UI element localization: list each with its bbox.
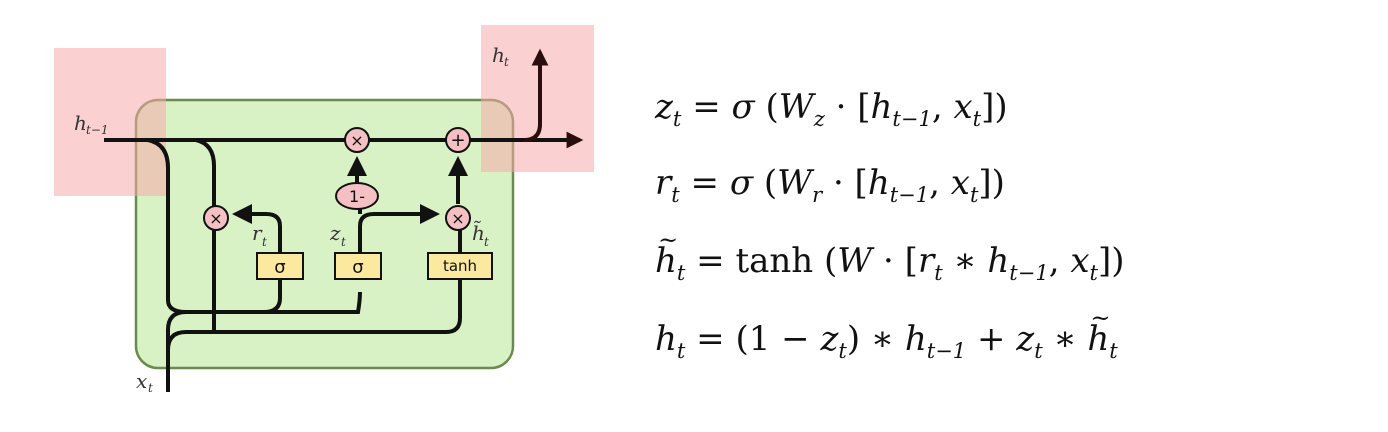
h-prev-down-1 xyxy=(147,138,187,314)
candidate-gate: tanh xyxy=(427,252,493,280)
htilde-label: h̃ t xyxy=(472,221,489,249)
svg-text:t: t xyxy=(148,381,153,395)
update-mult-op: × xyxy=(445,205,471,231)
svg-text:+: + xyxy=(450,130,465,151)
equation-candidate: ht = tanh (W · [rt ∗ ht−1, xt]) xyxy=(655,228,1125,284)
h-prev-label: h t−1 xyxy=(74,111,109,137)
svg-text:×: × xyxy=(451,209,464,228)
svg-text:×: × xyxy=(209,209,222,228)
equation-update-gate: zt = σ (Wz · [ht−1, xt]) xyxy=(655,87,1008,131)
input-highlight xyxy=(54,48,166,196)
svg-text:x: x xyxy=(136,369,147,393)
svg-text:h: h xyxy=(74,111,87,135)
svg-text:×: × xyxy=(350,131,363,150)
x-in-label: x t xyxy=(136,369,153,395)
h-prev-down-2 xyxy=(195,138,216,332)
reset-mult-op: × xyxy=(203,205,229,231)
equation-reset-gate: rt = σ (Wr · [ht−1, xt]) xyxy=(655,163,1005,207)
gru-cell-diagram: × + 1- × × σ σ tanh h t−1 h t x t r xyxy=(54,25,594,395)
svg-text:h̃: h̃ xyxy=(472,221,485,245)
one-minus-op: 1- xyxy=(335,182,379,210)
z-label: z t xyxy=(329,221,346,249)
svg-text:σ: σ xyxy=(352,257,363,278)
h-out-label: h t xyxy=(492,43,509,69)
reset-to-mult xyxy=(232,204,282,252)
cell-body xyxy=(134,98,515,370)
svg-text:t−1: t−1 xyxy=(86,123,109,137)
x-to-reset xyxy=(186,278,282,314)
svg-text:t: t xyxy=(262,235,267,249)
svg-text:z: z xyxy=(329,221,341,245)
output-branch xyxy=(523,48,549,142)
update-gate: σ xyxy=(334,252,382,280)
svg-text:t: t xyxy=(341,235,346,249)
equation-hidden-state: ht = (1 − zt) ∗ ht−1 + zt ∗ ht xyxy=(655,306,1118,362)
update-to-one-minus xyxy=(358,204,440,252)
add-op: + xyxy=(445,127,471,153)
svg-text:σ: σ xyxy=(274,257,285,278)
svg-text:1-: 1- xyxy=(349,187,365,206)
svg-text:h: h xyxy=(492,43,505,67)
svg-text:r: r xyxy=(252,221,263,245)
reset-gate: σ xyxy=(256,252,304,280)
svg-text:t: t xyxy=(484,235,489,249)
svg-text:tanh: tanh xyxy=(443,257,477,275)
mult-op-top: × xyxy=(344,127,370,153)
svg-text:t: t xyxy=(504,55,509,69)
x-to-candidate xyxy=(166,278,462,351)
r-label: r t xyxy=(252,221,267,249)
